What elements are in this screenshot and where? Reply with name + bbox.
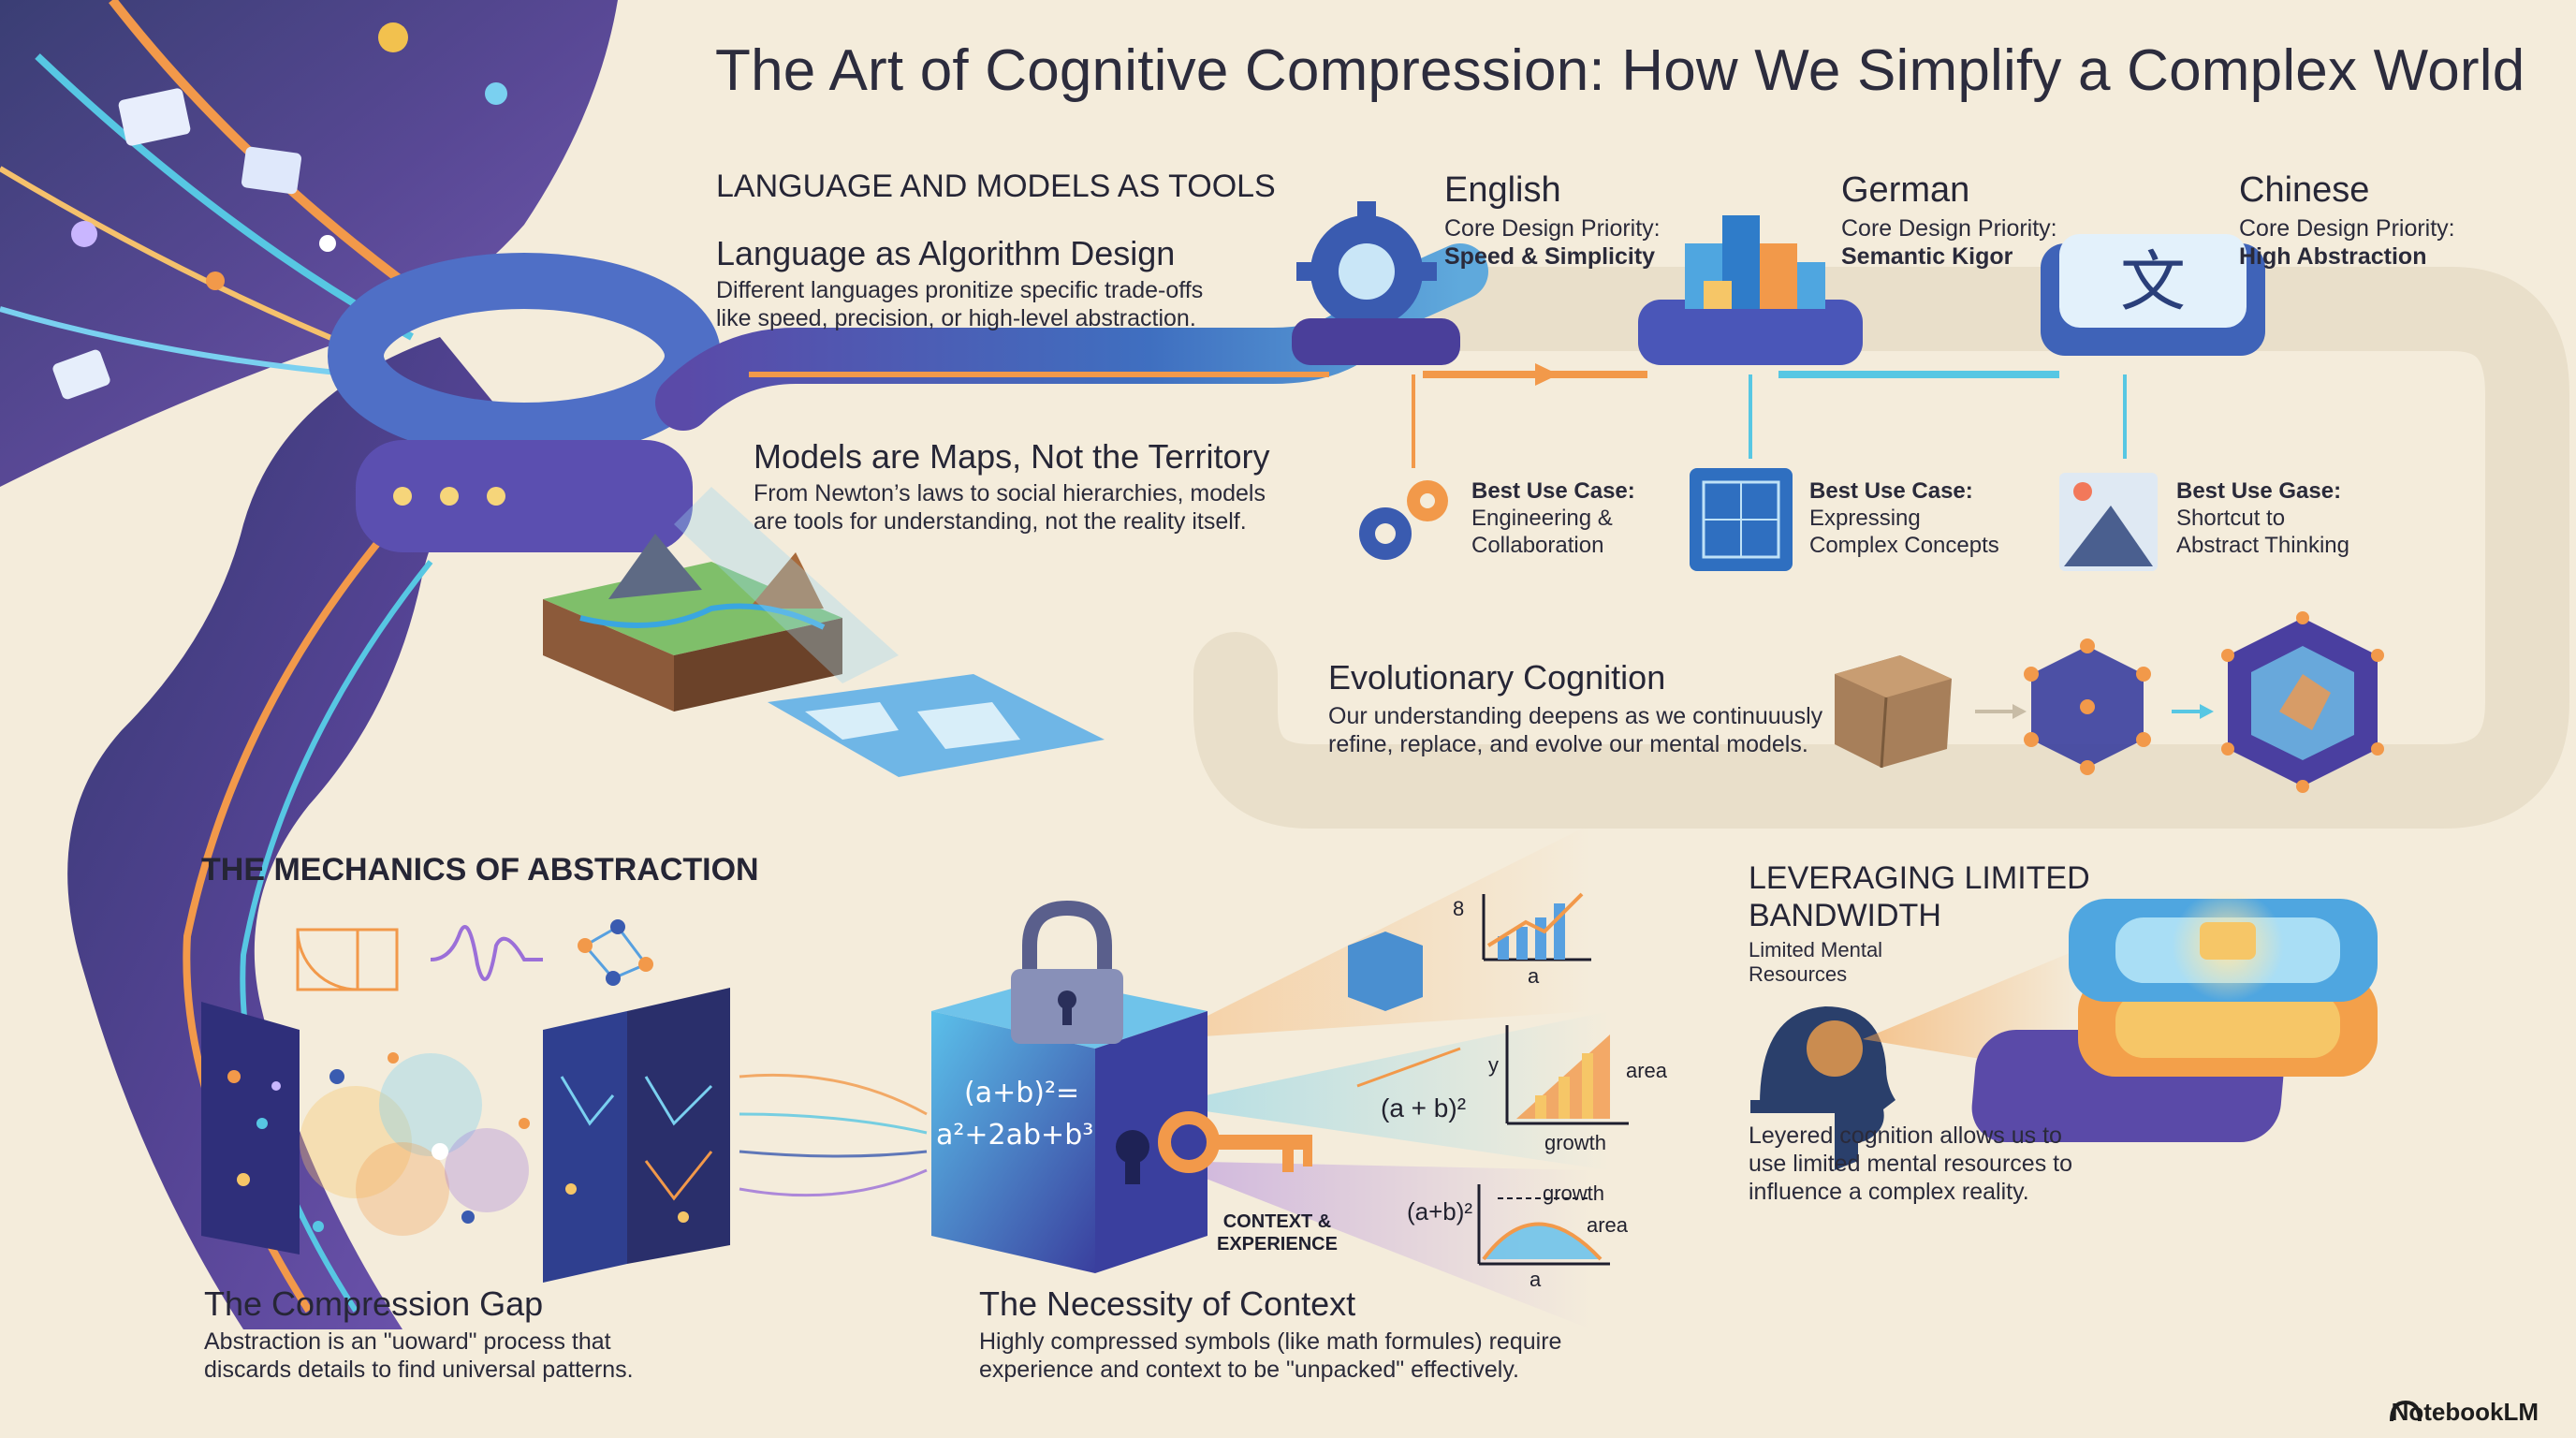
section-heading-bandwidth: LEVERAGING LIMITED BANDWIDTH	[1749, 860, 2090, 933]
maps-description: From Newton’s laws to social hierarchies…	[754, 480, 1266, 535]
graph3-area-label: area	[1587, 1213, 1629, 1237]
language-priority-german: Core Design Priority: Semantic Kigor	[1841, 215, 2057, 270]
character-tile-chinese: 文	[2041, 234, 2265, 356]
evolution-crystal-cube	[2221, 611, 2384, 793]
graph3-growth-label: growth	[1543, 1181, 1605, 1205]
mountain-icon	[2059, 473, 2158, 571]
section-heading-mechanics: THE MECHANICS OF ABSTRACTION	[201, 852, 759, 888]
graph1-y-label: 8	[1453, 897, 1465, 920]
layered-stack	[1971, 889, 2378, 1142]
graph-card-3	[1477, 1184, 1610, 1266]
terrain-block	[543, 534, 842, 712]
cube-formula-line2: a²+2ab+b³	[936, 1119, 1094, 1152]
raw-data-panel	[201, 1002, 300, 1255]
particle-cloud	[300, 1052, 530, 1236]
language-priority-chinese: Core Design Priority: High Abstraction	[2239, 215, 2455, 270]
locked-formula-cube	[931, 900, 1208, 1273]
funnel-ring	[328, 253, 721, 552]
light-beam	[674, 487, 899, 683]
evolution-rock-cube	[1835, 655, 1952, 769]
evolution-description: Our understanding deepens as we continuu…	[1328, 703, 1823, 757]
algorithm-title: Language as Algorithm Design	[716, 234, 1176, 272]
graph2-x-label: growth	[1544, 1131, 1607, 1154]
world-map	[768, 674, 1105, 777]
graph-card-1	[1348, 892, 1591, 1011]
graph2-y-label: y	[1488, 1053, 1499, 1077]
wave-icon	[430, 925, 543, 981]
maps-title: Models are Maps, Not the Territory	[754, 437, 1270, 476]
use-case-german: Best Use Case: Expressing Complex Concep…	[1809, 478, 1999, 558]
graph2-formula: (a + b)²	[1381, 1093, 1467, 1123]
use-case-chinese: Best Use Gase: Shortcut to Abstract Thin…	[2176, 478, 2349, 558]
graph1-x-label: a	[1528, 964, 1540, 988]
language-name-german: German	[1841, 170, 1970, 210]
data-vortex	[0, 0, 618, 487]
key-icon	[1158, 1111, 1312, 1173]
blocks-icon-german	[1638, 215, 1863, 365]
beam-purple	[1161, 1161, 1591, 1329]
network-icon	[578, 919, 653, 986]
graph3-x-label: a	[1530, 1268, 1542, 1291]
gears-icon	[1359, 480, 1448, 560]
language-priority-english: Core Design Priority: Speed & Simplicity	[1444, 215, 1661, 270]
graph-card-2	[1356, 1025, 1629, 1125]
context-description: Highly compressed symbols (like math for…	[979, 1328, 1562, 1383]
notebooklm-logo-icon	[2390, 1400, 2422, 1422]
page-title: The Art of Cognitive Compression: How We…	[715, 38, 2525, 103]
algorithm-description: Different languages pronitize specific t…	[716, 277, 1204, 331]
svg-text:文: 文	[2120, 243, 2186, 320]
language-name-english: English	[1444, 170, 1561, 210]
language-name-chinese: Chinese	[2239, 170, 2370, 210]
brand-label: NotebookLM	[2391, 1398, 2539, 1426]
key-label: CONTEXT & EXPERIENCE	[1217, 1211, 1338, 1255]
head-silhouette	[1750, 1006, 1895, 1170]
evolution-title: Evolutionary Cognition	[1328, 658, 1666, 697]
pattern-panels	[543, 988, 730, 1283]
bandwidth-description: Leyered cognition allows us to use limit…	[1749, 1123, 2072, 1205]
context-title: The Necessity of Context	[979, 1284, 1356, 1323]
use-case-english: Best Use Case: Engineering & Collaborati…	[1471, 478, 1635, 558]
blueprint-icon	[1690, 468, 1793, 571]
compression-gap-description: Abstraction is an "uoward" process that …	[204, 1328, 634, 1383]
evolution-network-cube	[2024, 638, 2151, 775]
graph2-area-label: area	[1626, 1059, 1668, 1082]
beam-orange	[1161, 824, 1591, 1039]
graph3-formula: (a+b)²	[1407, 1197, 1473, 1225]
cube-formula-line1: (a+b)²=	[964, 1077, 1080, 1109]
golden-ratio-icon	[296, 928, 399, 991]
bandwidth-subtitle: Limited Mental Resources	[1749, 938, 1883, 986]
section-heading-language: LANGUAGE AND MODELS AS TOOLS	[716, 169, 1276, 204]
compression-gap-title: The Compression Gap	[204, 1284, 544, 1323]
beam-blue	[1161, 1011, 1610, 1170]
track-path	[1193, 267, 2569, 829]
gear-icon-english	[1292, 201, 1460, 365]
